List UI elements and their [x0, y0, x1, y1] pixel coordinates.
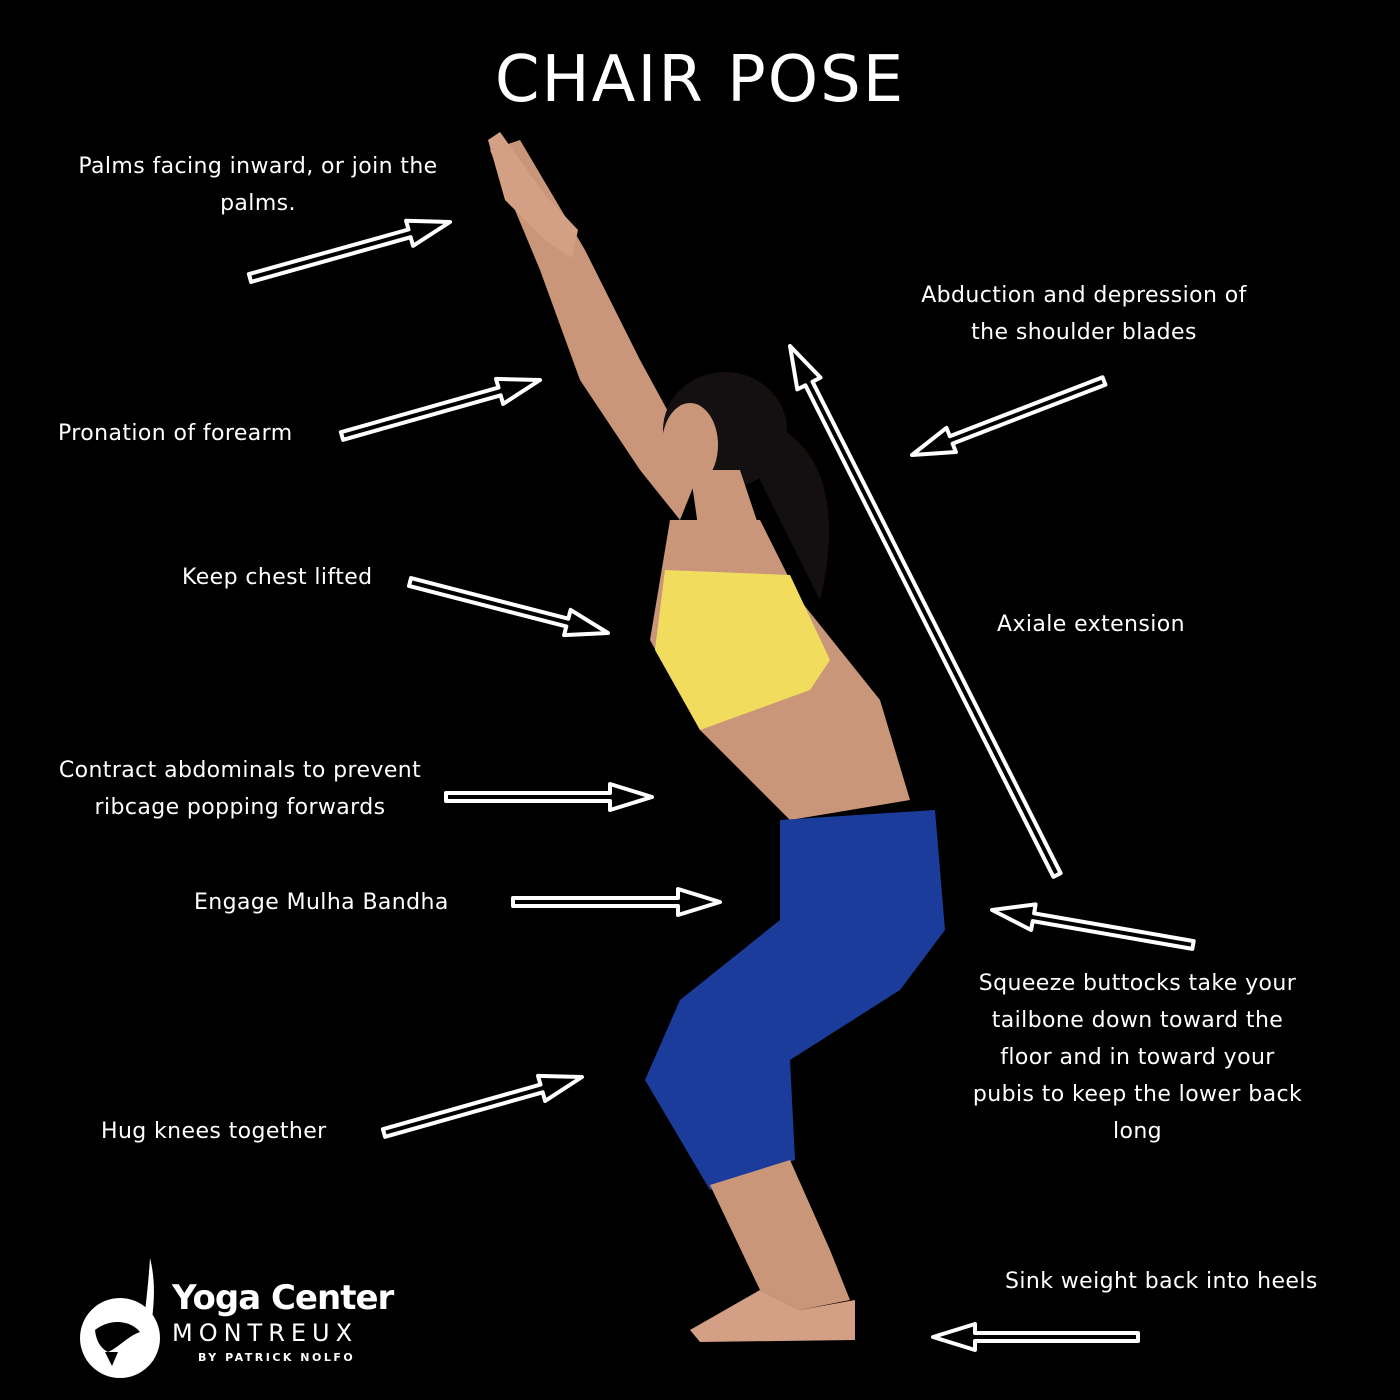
leggings: [645, 810, 945, 1190]
arrow-chest: [407, 576, 610, 638]
note-palms-line: palms.: [220, 191, 296, 216]
ponytail: [760, 420, 830, 600]
note-shoulders: Abduction and depression of the shoulder…: [904, 277, 1264, 351]
note-chest: Keep chest lifted: [182, 565, 373, 590]
arrow-axial: [788, 344, 1063, 879]
note-bandha: Engage Mulha Bandha: [194, 890, 449, 915]
calves: [710, 1160, 850, 1310]
logo-name: Yoga Center: [172, 1278, 394, 1318]
arrow-forearm: [338, 376, 542, 442]
hands: [488, 132, 578, 258]
logo-city: MONTREUX: [172, 1319, 359, 1347]
note-abdominals: Contract abdominals to prevent ribcage p…: [50, 752, 430, 826]
arrow-bandha: [511, 887, 722, 917]
note-buttocks: Squeeze buttocks take your tailbone down…: [950, 965, 1325, 1150]
note-knees: Hug knees together: [101, 1119, 327, 1144]
note-buttocks-line: long: [1112, 1119, 1163, 1144]
note-abdominals-line: Contract abdominals to prevent: [58, 758, 422, 783]
feet: [690, 1290, 855, 1342]
arrow-knees: [380, 1073, 584, 1139]
arrow-shoulders: [910, 375, 1108, 457]
note-shoulders-line: the shoulder blades: [971, 320, 1197, 345]
note-palms-line: Palms facing inward, or join the: [78, 154, 438, 179]
note-abdominals-line: ribcage popping forwards: [94, 795, 386, 820]
arrow-palms: [246, 218, 452, 284]
note-buttocks-line: floor and in toward your: [1000, 1045, 1275, 1070]
note-palms: Palms facing inward, or join the palms.: [68, 148, 448, 222]
logo-byline: BY PATRICK NOLFO: [198, 1351, 356, 1364]
note-buttocks-line: pubis to keep the lower back: [972, 1082, 1303, 1107]
note-axial: Axiale extension: [997, 612, 1185, 637]
note-buttocks-line: tailbone down toward the: [991, 1008, 1284, 1033]
arrow-abdominals: [444, 782, 654, 812]
sports-top: [655, 570, 830, 730]
note-buttocks-line: Squeeze buttocks take your: [978, 971, 1297, 996]
note-shoulders-line: Abduction and depression of: [921, 283, 1247, 308]
arrow-heels: [931, 1322, 1140, 1352]
note-heels: Sink weight back into heels: [1005, 1269, 1318, 1294]
page-title: CHAIR POSE: [494, 43, 906, 117]
face: [662, 403, 718, 487]
arrow-buttocks: [990, 902, 1196, 951]
note-forearm: Pronation of forearm: [58, 421, 293, 446]
logo: Yoga Center MONTREUX BY PATRICK NOLFO: [172, 1278, 394, 1368]
